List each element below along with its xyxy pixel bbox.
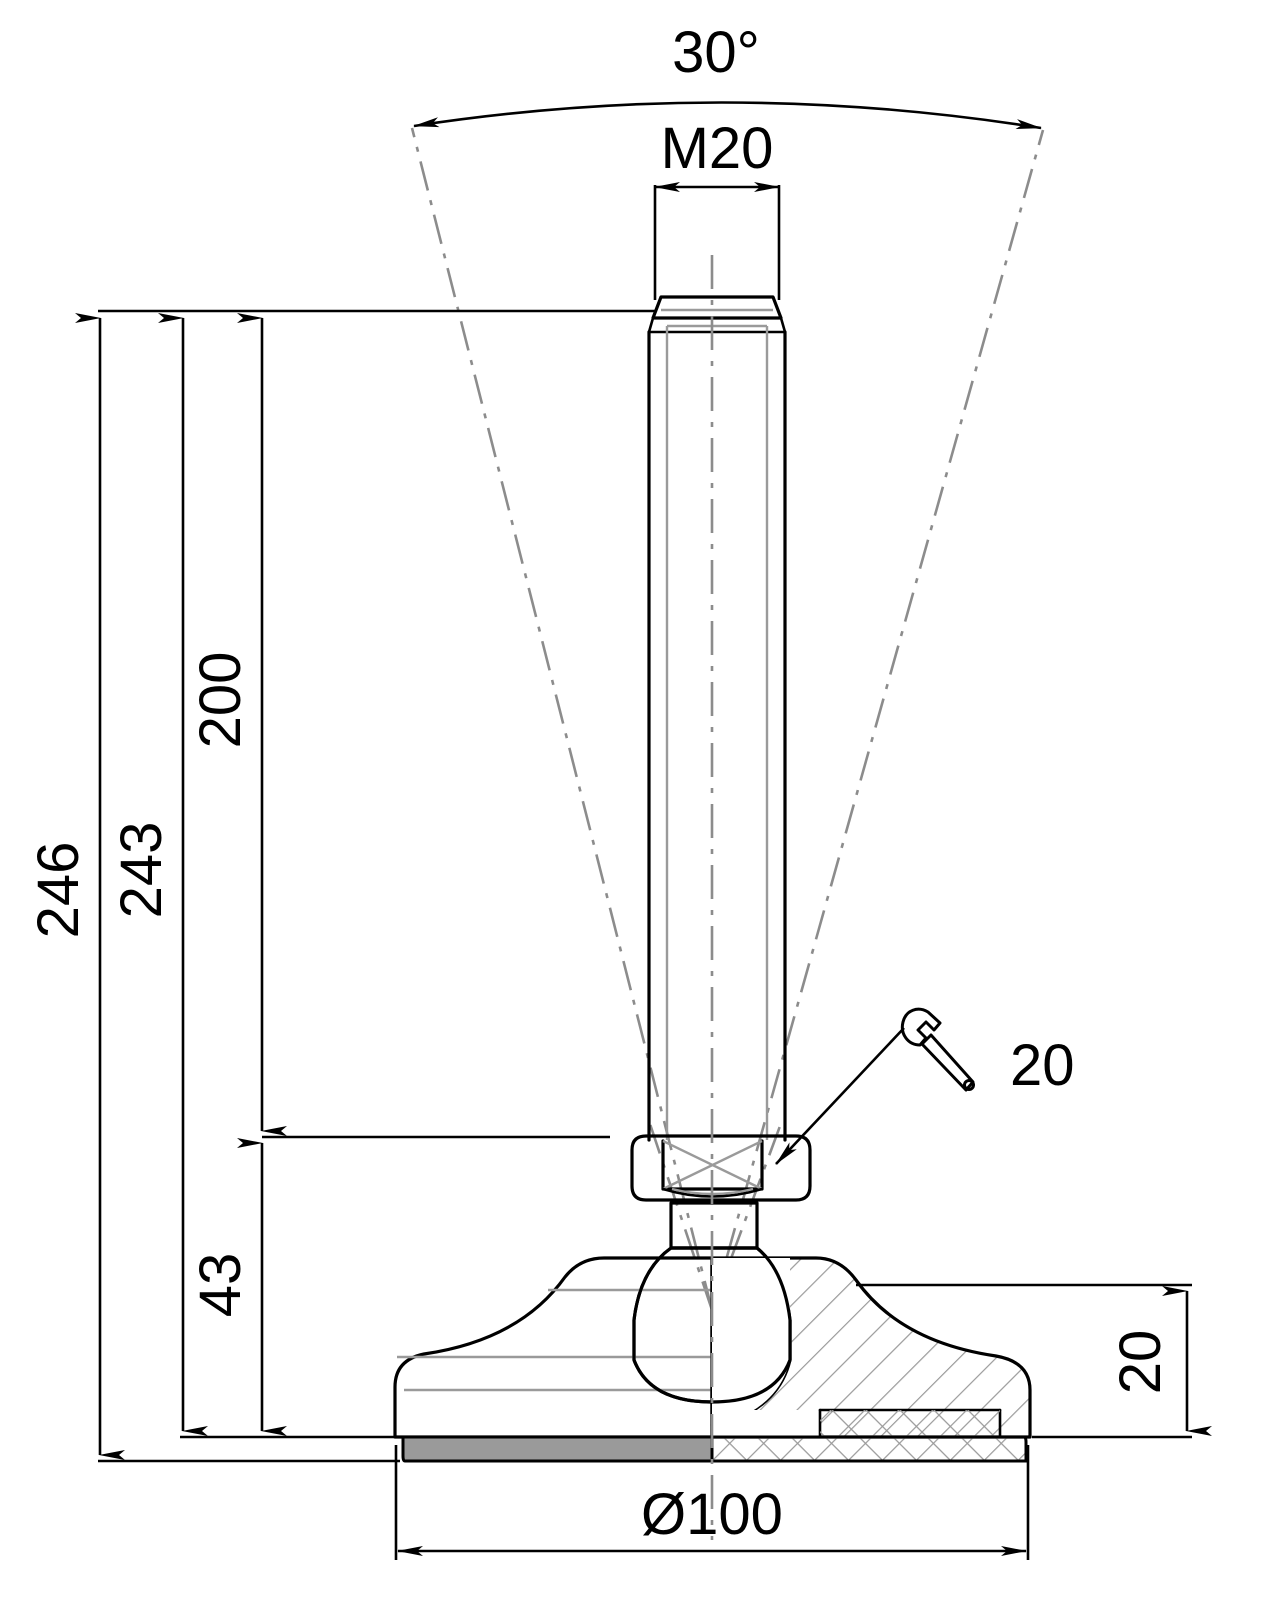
rubber-pad-right-section bbox=[710, 1435, 1028, 1463]
wrench-leader-line bbox=[775, 1027, 905, 1165]
relief-crosshatch-group bbox=[820, 1410, 1000, 1437]
wrench-icon bbox=[900, 1007, 975, 1092]
wrench-collar bbox=[630, 1134, 812, 1202]
base-plate-right-section bbox=[710, 1256, 1032, 1439]
base-height-dimension: 20 bbox=[856, 1283, 1212, 1439]
leveling-foot-geometry bbox=[393, 295, 1032, 1463]
wrench-callout: 20 bbox=[775, 1007, 1075, 1165]
swivel-cone-lines bbox=[410, 127, 1045, 1311]
dim-label-200: 200 bbox=[188, 652, 253, 749]
base-section-hatch bbox=[712, 1258, 1030, 1437]
dim-label-246: 246 bbox=[26, 842, 91, 939]
cone-line-inner-left bbox=[646, 1117, 714, 1311]
stud-top-chamfer bbox=[651, 295, 783, 320]
cone-line-inner-right bbox=[710, 1117, 785, 1311]
dim-label-243: 243 bbox=[109, 822, 174, 919]
thread-size-dimension: M20 bbox=[653, 116, 781, 300]
dim-label-20-base: 20 bbox=[1108, 1330, 1173, 1395]
base-plate-left-outline bbox=[393, 1256, 714, 1439]
base-diameter-dimension: Ø100 bbox=[394, 1445, 1030, 1560]
relief-crosshatch bbox=[820, 1410, 1000, 1437]
stud-body-sides bbox=[647, 330, 787, 1142]
left-dimension-group: 246 243 200 43 bbox=[26, 309, 655, 1463]
thread-size-label: M20 bbox=[661, 116, 774, 181]
wrench-head-icon bbox=[900, 1007, 942, 1047]
dim-label-diameter: Ø100 bbox=[641, 1482, 783, 1547]
cone-line-right bbox=[710, 129, 1045, 1311]
cone-line-left bbox=[410, 127, 714, 1311]
wrench-size-label: 20 bbox=[1010, 1033, 1075, 1098]
swivel-angle-dimension: 30° bbox=[413, 20, 1042, 130]
rubber-pad-left bbox=[401, 1435, 714, 1463]
swivel-angle-label: 30° bbox=[672, 20, 760, 85]
swivel-angle-arc bbox=[413, 101, 1042, 130]
underside-relief-fill bbox=[712, 1410, 820, 1437]
wrench-flat-cross-b bbox=[662, 1139, 763, 1191]
stud-chamfer-edges bbox=[647, 316, 787, 334]
dim-label-43: 43 bbox=[188, 1253, 253, 1318]
ball-seat-void bbox=[712, 1258, 790, 1425]
wrench-handle-hole-icon bbox=[963, 1079, 975, 1091]
ball-neck bbox=[669, 1201, 759, 1250]
